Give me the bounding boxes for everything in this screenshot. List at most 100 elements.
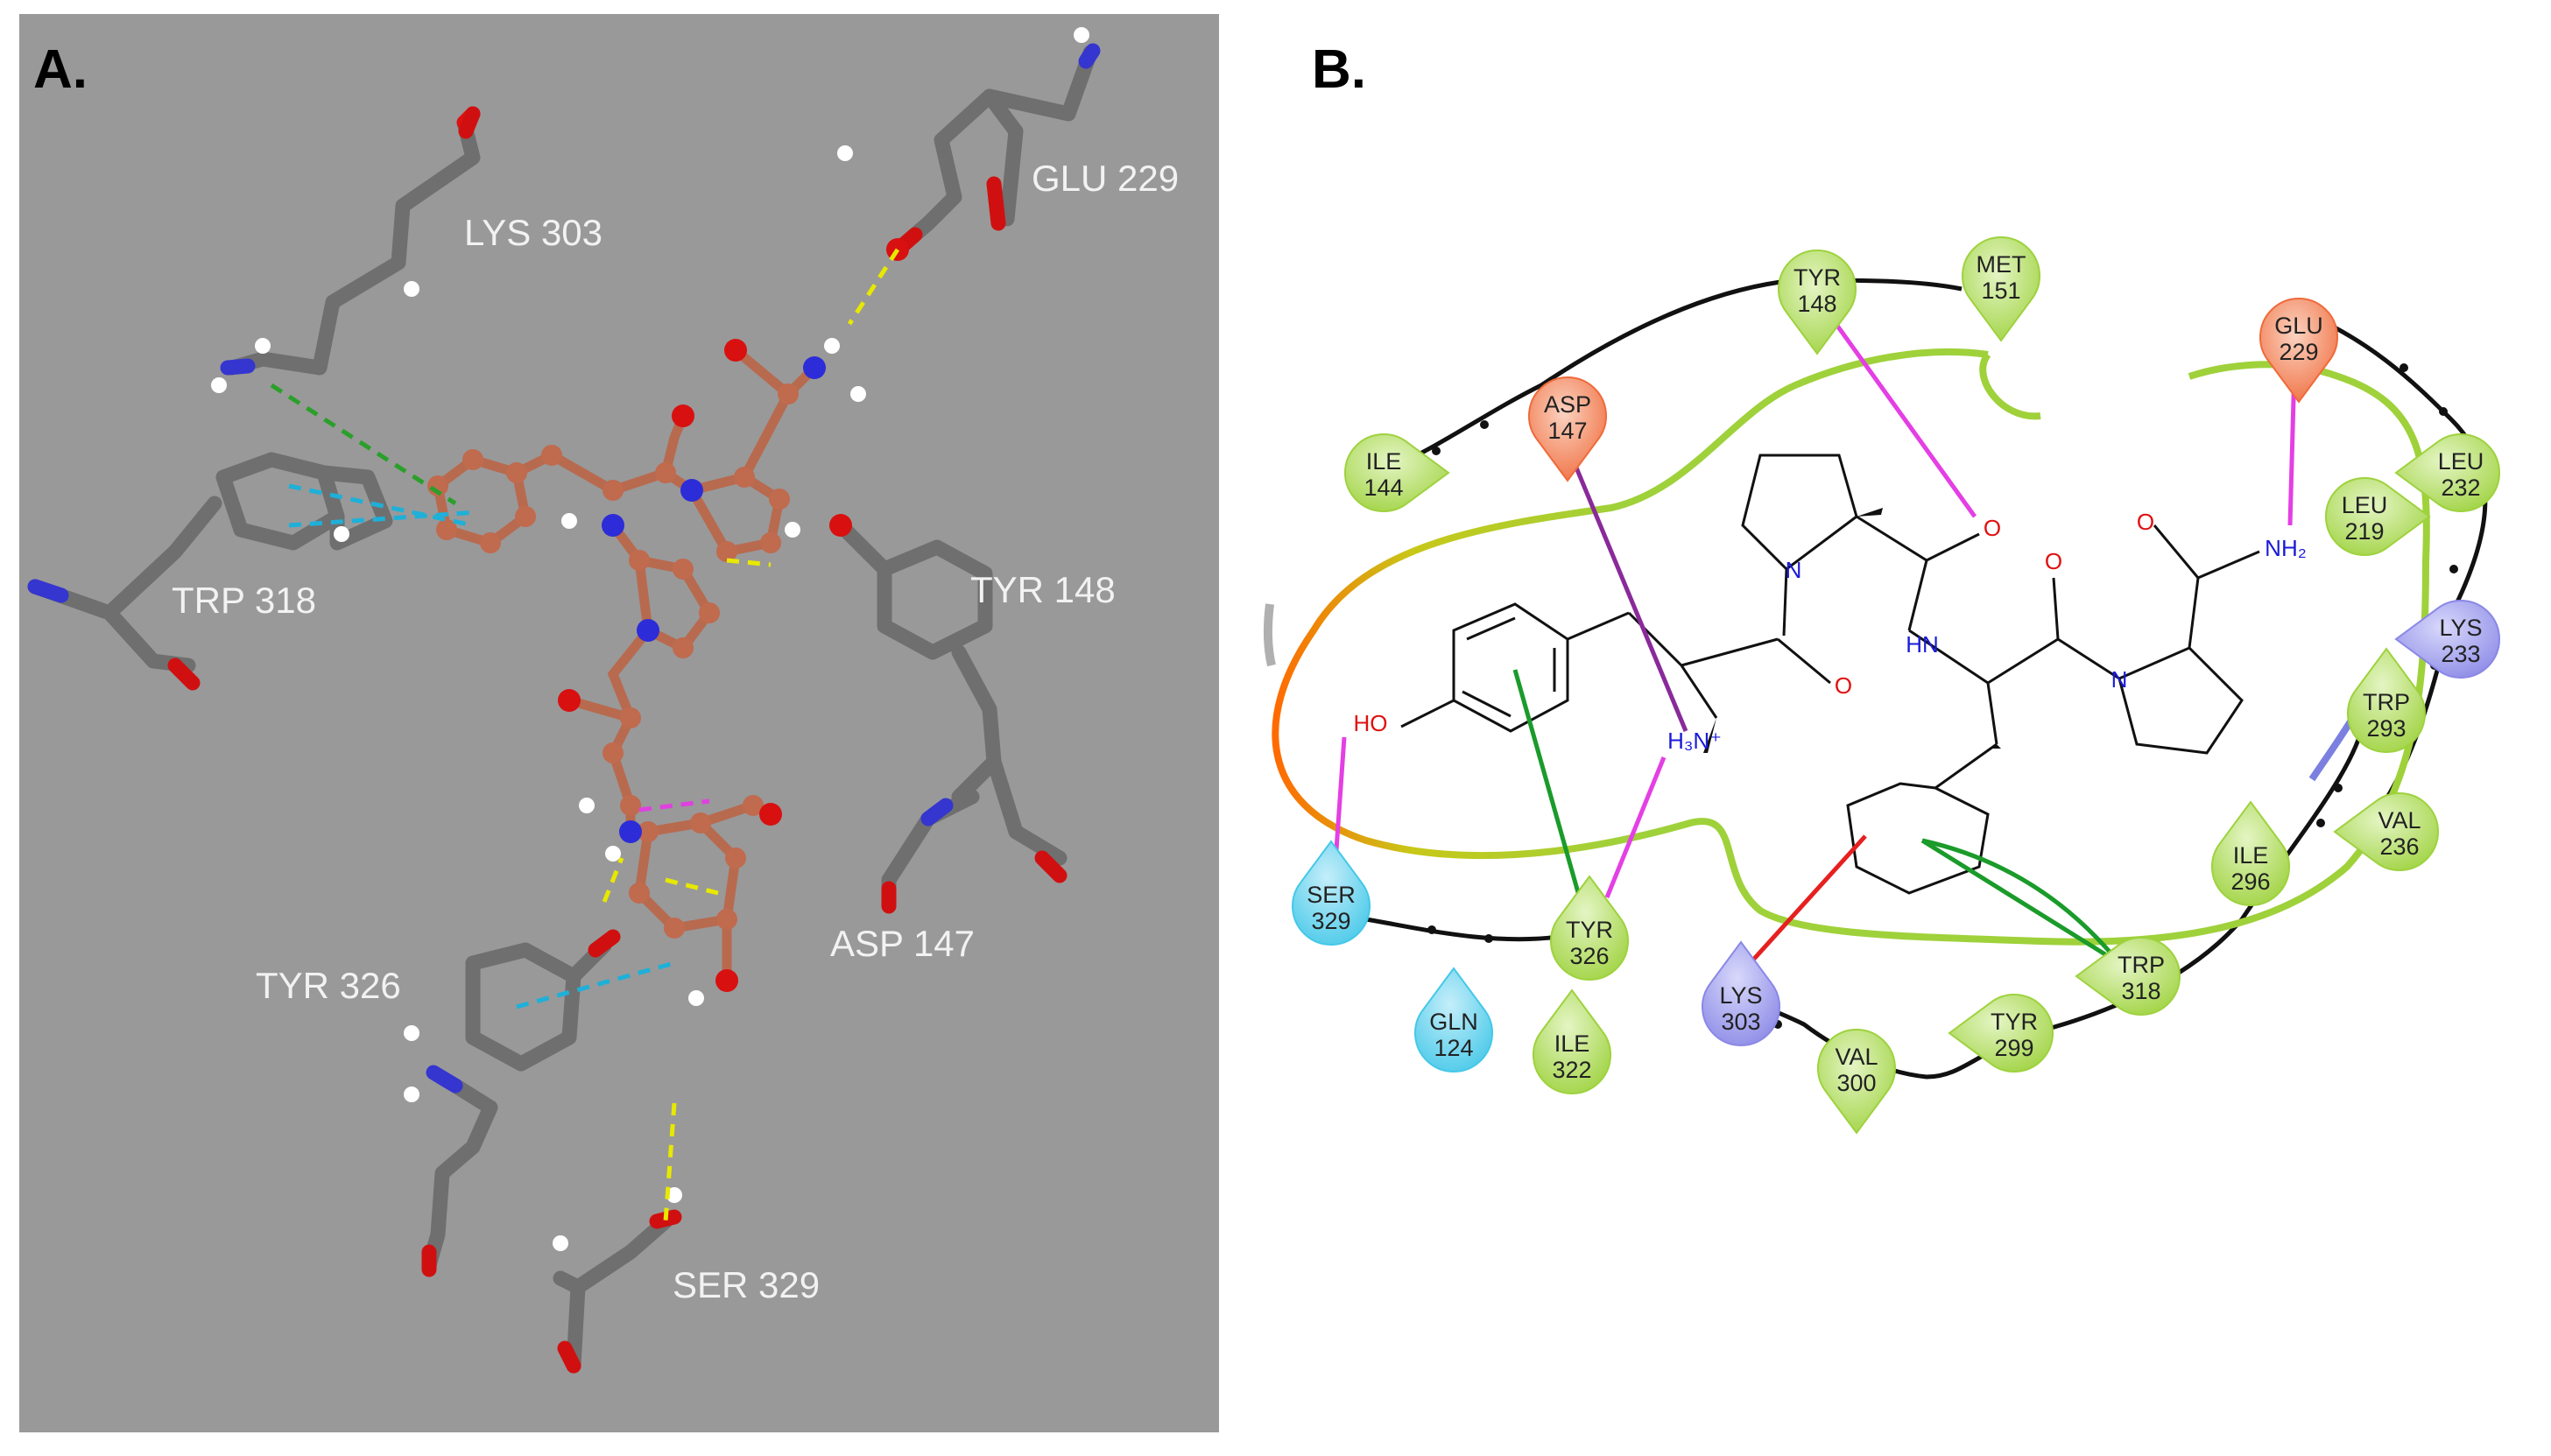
backbone-line [1365,278,2488,1080]
residue-marker-shape [1778,250,1857,355]
residue-number: 303 [1721,1009,1760,1035]
atom-n1: N [1786,557,1802,583]
residue-marker-shape [2325,477,2431,556]
residue-name: TRP [2118,952,2165,978]
residue-name: ILE [1554,1030,1590,1057]
panel-b-label: B. [1312,39,1366,100]
residue-marker-shape [1948,994,2054,1073]
residue-number: 296 [2230,869,2270,895]
atom-h3n: H₃N⁺ [1667,728,1722,754]
atom-o3: O [2045,548,2062,574]
residue-name: TYR [1566,917,1613,943]
residue-name: TYR [1991,1009,2038,1035]
residue-marker-shape [1414,967,1493,1073]
label-asp147-3d: ASP 147 [830,923,975,964]
residue-number: 299 [1994,1035,2033,1061]
atom-nh2: NH₂ [2265,535,2307,561]
pi-stack-tyr326 [1512,669,1583,903]
residue-number: 144 [1364,475,1403,501]
atom-hn: HN [1906,631,1939,658]
residue-name: LYS [1719,982,1762,1009]
residue-name: ILE [2233,842,2269,869]
panel-b: B. [1263,39,2500,1135]
residue-marker-shape [1962,236,2040,342]
label-ser329-3d: SER 329 [673,1264,820,1305]
residue-name: TYR [1793,264,1841,291]
pocket-outline [1272,348,2430,946]
ligand-hydrogens [211,27,1089,1251]
residue-name: MET [1977,251,2026,278]
residue-number: 148 [1797,291,1836,317]
residue-marker-shape [2394,600,2500,679]
label-tyr148-3d: TYR 148 [970,569,1116,610]
residue-number: 147 [1547,418,1587,444]
residue-number: 219 [2344,518,2384,545]
residue-marker-shape [2259,298,2338,404]
residue-name: LYS [2439,615,2482,641]
residue-marker-shape [2333,792,2439,871]
residue-number: 326 [1569,943,1609,969]
residue-name: VAL [2378,807,2421,834]
residue-name: VAL [1835,1044,1878,1070]
residue-name: ILE [1366,448,1402,475]
residue-number: 318 [2121,978,2160,1004]
residue-marker-shape [1292,840,1371,946]
hbond-tyr326 [1604,756,1667,898]
pocket-edge-shadow [1263,603,1276,667]
panel-a-label: A. [33,39,88,100]
residue-marker-shape [2211,800,2290,906]
interaction-lines [1333,296,2297,978]
residue-number: 293 [2366,715,2406,742]
atom-o1: O [1835,672,1852,699]
atom-o4: O [2137,509,2154,535]
ligand-2d-stereo [1703,508,2001,753]
hbond-ser329 [1333,736,1347,863]
residue-number: 151 [1981,278,2020,304]
residue-number: 236 [2379,834,2419,860]
residue-marker-shape [1533,988,1611,1094]
hbond-tyr148 [1815,296,1977,518]
residue-markers: TYR148MET151GLU229ASP147ILE144LEU232LEU2… [1292,236,2500,1135]
residue-name: TRP [2363,689,2410,715]
pi-stack-trp318-b [1921,838,2121,965]
residue-marker-shape [1702,940,1780,1046]
label-tyr326-3d: TYR 326 [256,965,401,1006]
atom-n2: N [2111,666,2128,693]
label-lys303-3d: LYS 303 [464,212,603,253]
residue-number: 229 [2279,339,2318,365]
panel-a-background [19,14,1219,1432]
residue-marker-shape [2075,937,2181,1016]
ligand-2d [1400,454,2260,895]
atom-ho: HO [1354,710,1388,736]
pi-stack-trp318-a [1920,838,2121,966]
residue-name: GLU [2274,313,2323,339]
ligand-3d [211,27,1089,1251]
residue-number: 124 [1434,1035,1473,1061]
residue-name: LEU [2342,492,2388,518]
interaction-dashes [270,248,900,1222]
salt-bridge-asp147 [1565,446,1688,732]
residue-name: LEU [2438,448,2484,475]
atom-o2: O [1984,515,2001,541]
residue-marker-shape [2394,433,2500,512]
pi-cation-lys303 [1737,834,1867,978]
residue-marker-shape [2347,647,2426,753]
residue-number: 329 [1311,908,1350,934]
